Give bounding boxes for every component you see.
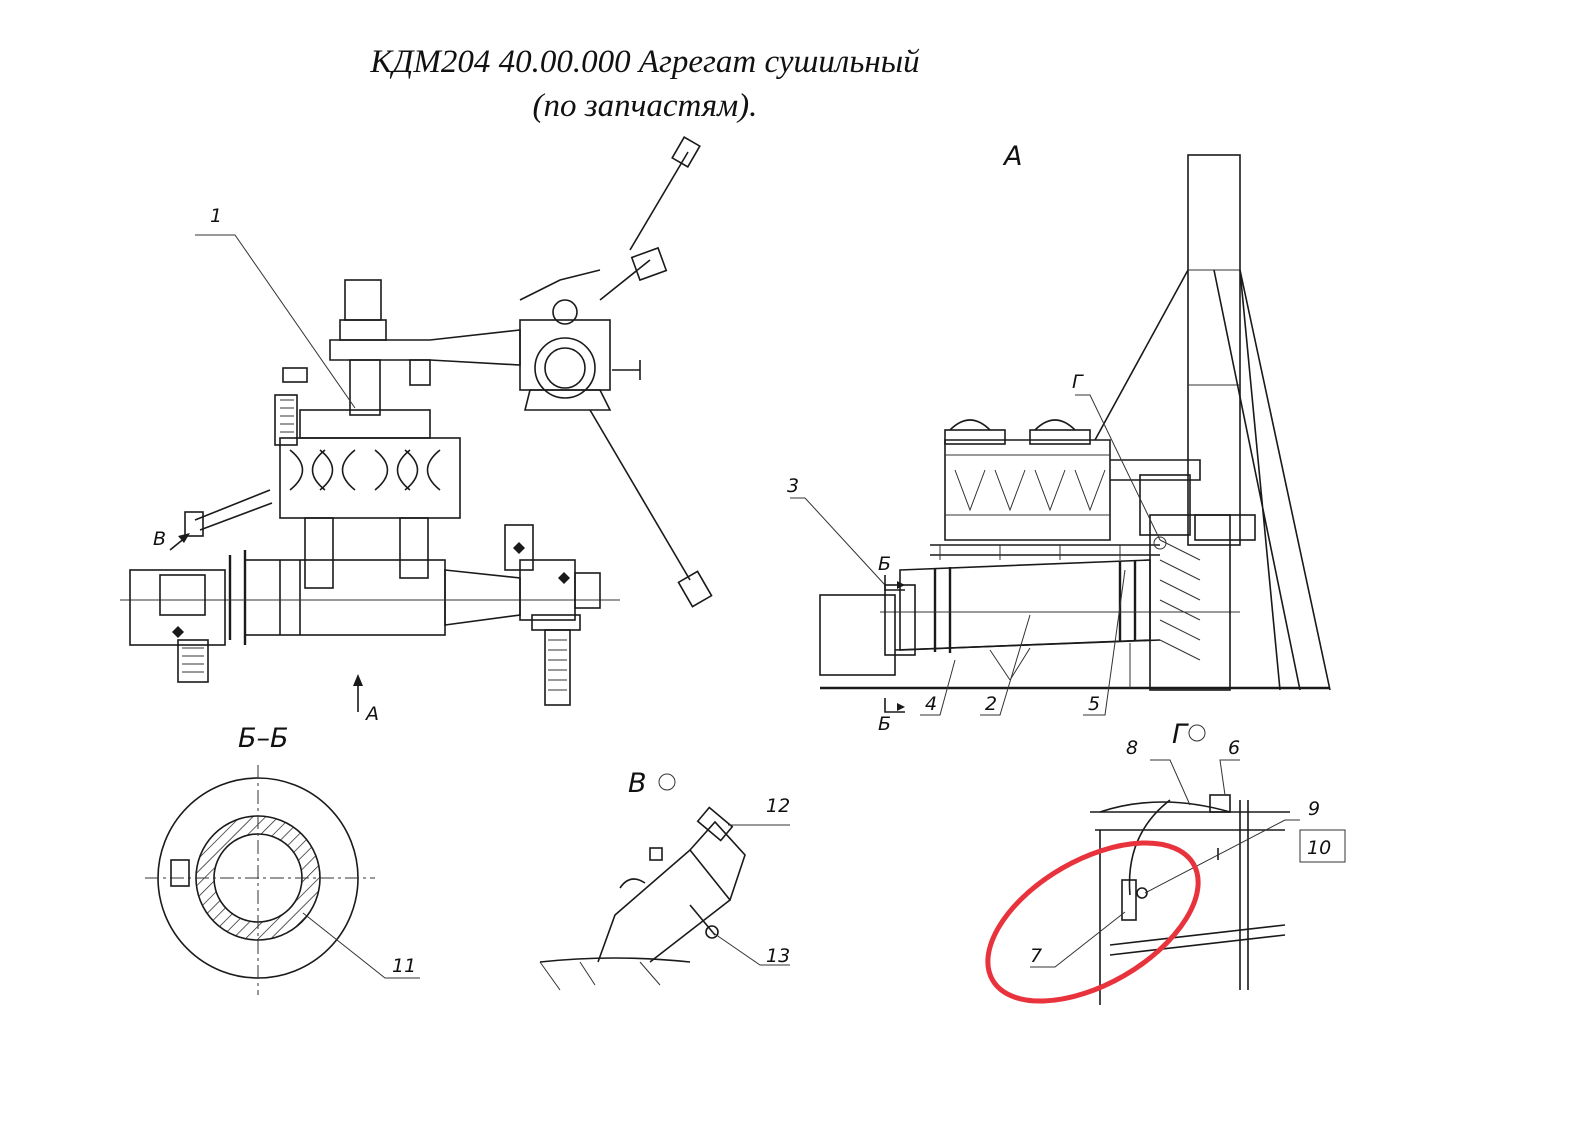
callout-1: 1 (210, 205, 222, 227)
view-a-label: A (1002, 141, 1022, 172)
callout-12: 12 (766, 795, 790, 817)
drum-side (899, 559, 1151, 651)
view-a: A 3 4 2 (787, 141, 1331, 735)
plan-view: 1 A В (120, 136, 713, 725)
callout-3: 3 (787, 475, 799, 497)
section-bb: Б–Б 11 (145, 723, 420, 995)
callout-2: 2 (985, 693, 997, 715)
detail-v-label: В (628, 768, 647, 799)
drawing-title: КДМ204 40.00.000 Агрегат сушильный (по з… (0, 40, 1290, 128)
callout-8: 8 (1126, 737, 1138, 759)
callout-10: 10 (1307, 837, 1331, 859)
callout-13: 13 (766, 945, 790, 967)
callout-6: 6 (1228, 737, 1240, 759)
detail-g-label: Г (1172, 719, 1189, 750)
ref-g-label: Г (1072, 371, 1084, 393)
callout-11: 11 (392, 955, 416, 977)
arrow-v-label: В (153, 528, 166, 550)
cut-b-top: Б (878, 553, 891, 575)
valve-7 (1121, 879, 1137, 921)
arrow-a-label: A (364, 703, 379, 725)
title-line-2: (по запчастям). (532, 88, 758, 124)
fan-base (523, 389, 612, 411)
callout-9: 9 (1308, 798, 1320, 820)
drum-body (244, 559, 446, 636)
fan-housing (534, 337, 596, 399)
cut-b-bottom: Б (878, 713, 891, 735)
fan-motor (344, 279, 382, 321)
callout-4: 4 (925, 693, 937, 715)
callout-5: 5 (1088, 693, 1100, 715)
cyclone-group (944, 439, 1111, 541)
callout-7: 7 (1030, 945, 1042, 967)
section-bb-label: Б–Б (238, 723, 289, 754)
highlight-ellipse (985, 840, 1201, 1004)
title-line-1: КДМ204 40.00.000 Агрегат сушильный (370, 44, 920, 80)
cyclone-battery (279, 437, 461, 519)
detail-v: В 12 13 (539, 768, 790, 991)
chimney (1187, 154, 1241, 546)
detail-g: Г 8 6 9 10 7 (985, 719, 1346, 1005)
